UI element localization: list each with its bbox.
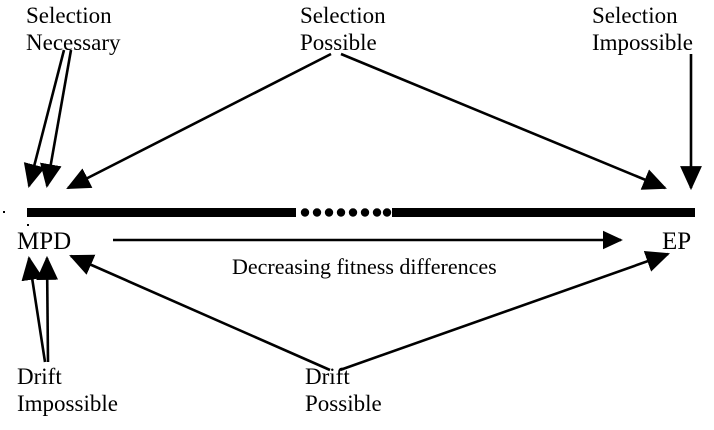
- label-axis-left-endpoint-mpd: MPD: [17, 228, 72, 255]
- label-selection-possible: Selection Possible: [300, 3, 386, 55]
- arrow-selection-necessary-left: [23, 49, 66, 189]
- arrow-drift-impossible-right: [36, 255, 59, 363]
- arrow-drift-possible-to-mpd: [69, 254, 331, 372]
- bottom-arrow-group: [21, 250, 670, 372]
- continuum-bar-left-solid: [27, 208, 296, 217]
- label-drift-possible: Drift Possible: [305, 364, 382, 416]
- arrow-selection-necessary-right: [40, 49, 73, 189]
- arrow-selection-possible-to-ep: [340, 52, 667, 190]
- label-drift-impossible: Drift Impossible: [17, 364, 118, 416]
- label-selection-impossible: Selection Impossible: [592, 3, 693, 55]
- continuum-bar-dotted-gap: [300, 208, 392, 217]
- arrow-drift-impossible-left: [21, 255, 47, 363]
- continuum-bar-right-solid: [392, 208, 695, 217]
- arrow-drift-possible-to-ep: [339, 250, 670, 372]
- arrow-selection-possible-to-mpd: [66, 52, 332, 190]
- top-arrow-group: [23, 49, 702, 191]
- label-selection-necessary: Selection Necessary: [26, 3, 121, 55]
- label-axis-right-endpoint-ep: EP: [662, 228, 692, 255]
- continuum-bar: [27, 208, 695, 217]
- scan-artifact-speck: [3, 211, 5, 213]
- label-axis-caption: Decreasing fitness differences: [232, 254, 497, 279]
- scan-artifact-speck: [27, 224, 29, 226]
